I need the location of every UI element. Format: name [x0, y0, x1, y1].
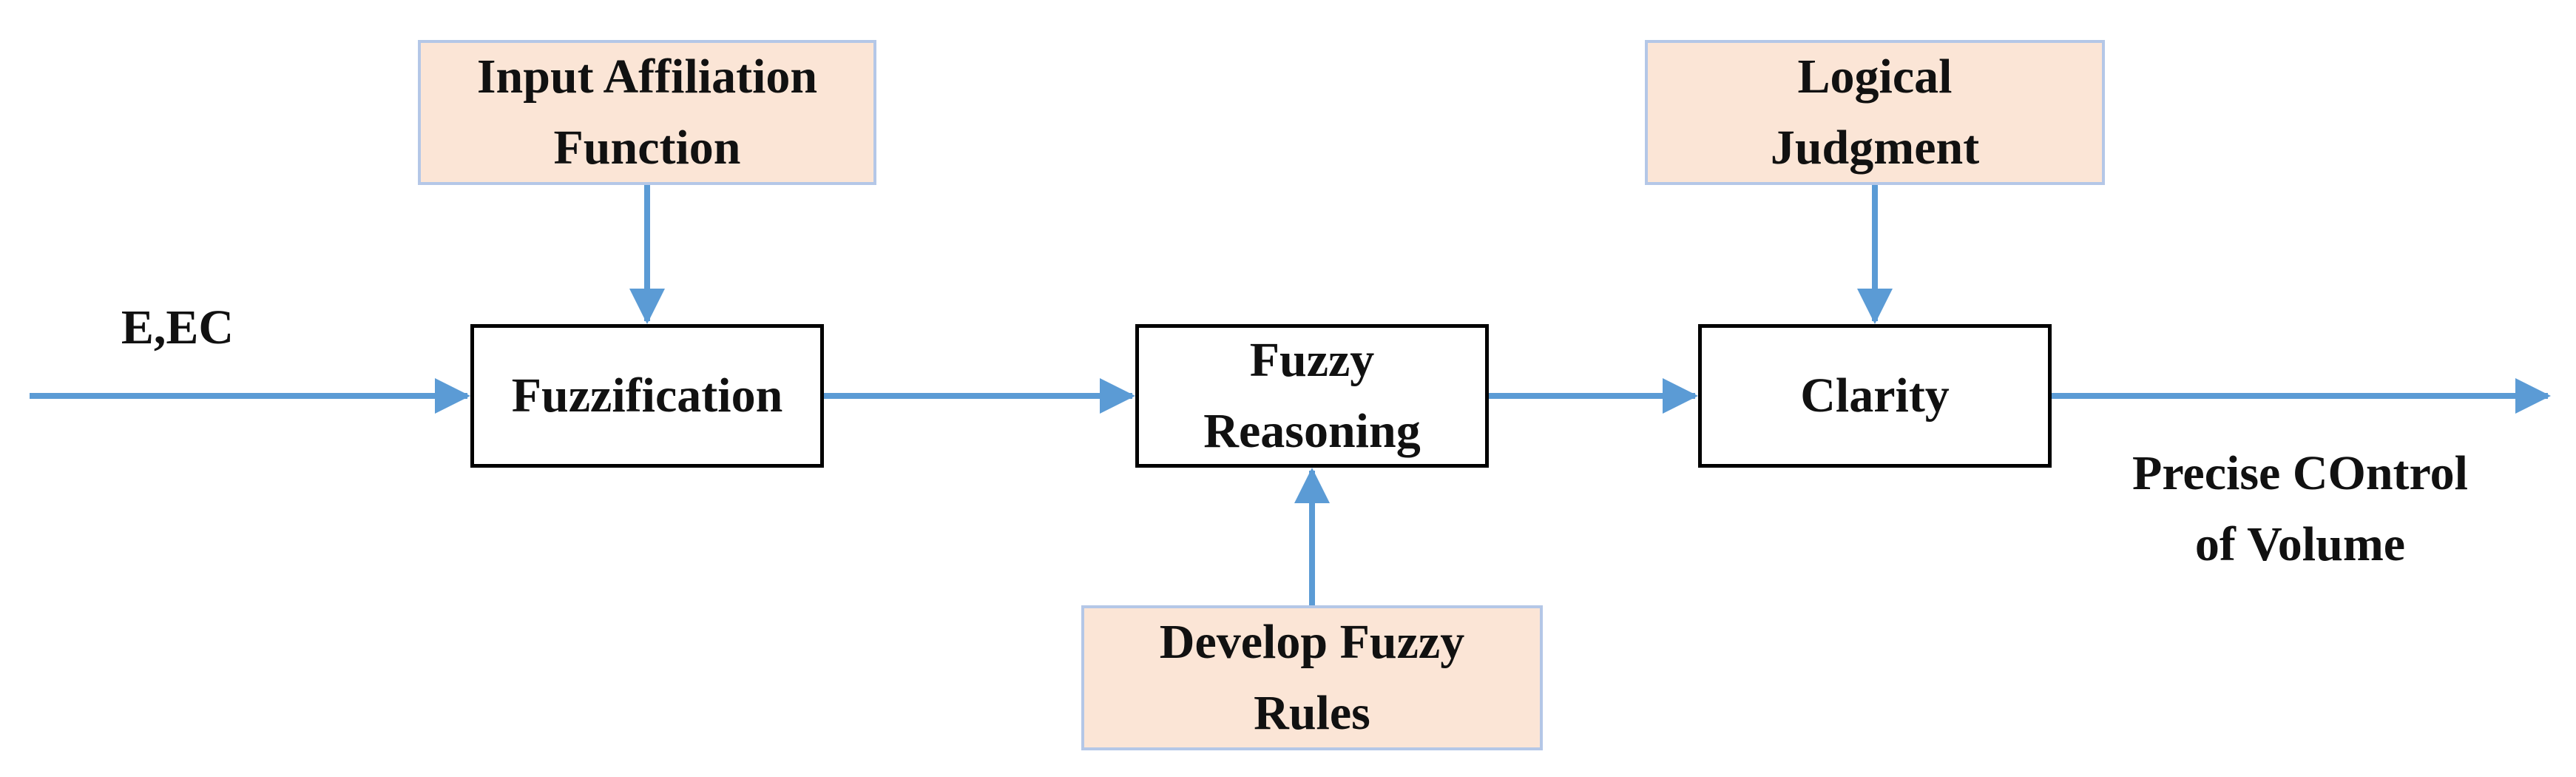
clarity-label: Clarity [1800, 369, 1950, 423]
clarity-block: Clarity [1698, 324, 2052, 468]
logical-judgment-label-line-2: Judgment [1770, 121, 1980, 175]
logical-judgment-block: Logical Judgment [1645, 40, 2105, 185]
fuzzy-reasoning-label-line-2: Reasoning [1203, 404, 1421, 458]
output-label-line-1: Precise COntrol [2132, 446, 2468, 500]
develop-rules-label-line-2: Rules [1254, 686, 1370, 740]
fuzzification-label: Fuzzification [511, 369, 783, 423]
logical-judgment-label-line-1: Logical [1797, 50, 1953, 104]
fuzzy-reasoning-label-line-1: Fuzzy [1249, 333, 1375, 387]
develop-rules-label-line-1: Develop Fuzzy [1159, 615, 1465, 669]
input-affiliation-function-block: Input Affiliation Function [418, 40, 876, 185]
fuzzification-block: Fuzzification [470, 324, 824, 468]
develop-fuzzy-rules-block: Develop Fuzzy Rules [1081, 605, 1543, 750]
input-affiliation-label-line-2: Function [553, 121, 741, 175]
input-affiliation-label-line-1: Input Affiliation [476, 50, 818, 104]
fuzzy-reasoning-block: Fuzzy Reasoning [1135, 324, 1489, 468]
input-signal-label: E,EC [121, 300, 234, 354]
output-label-line-2: of Volume [2194, 517, 2406, 571]
output-label: Precise COntrol of Volume [2056, 438, 2544, 580]
